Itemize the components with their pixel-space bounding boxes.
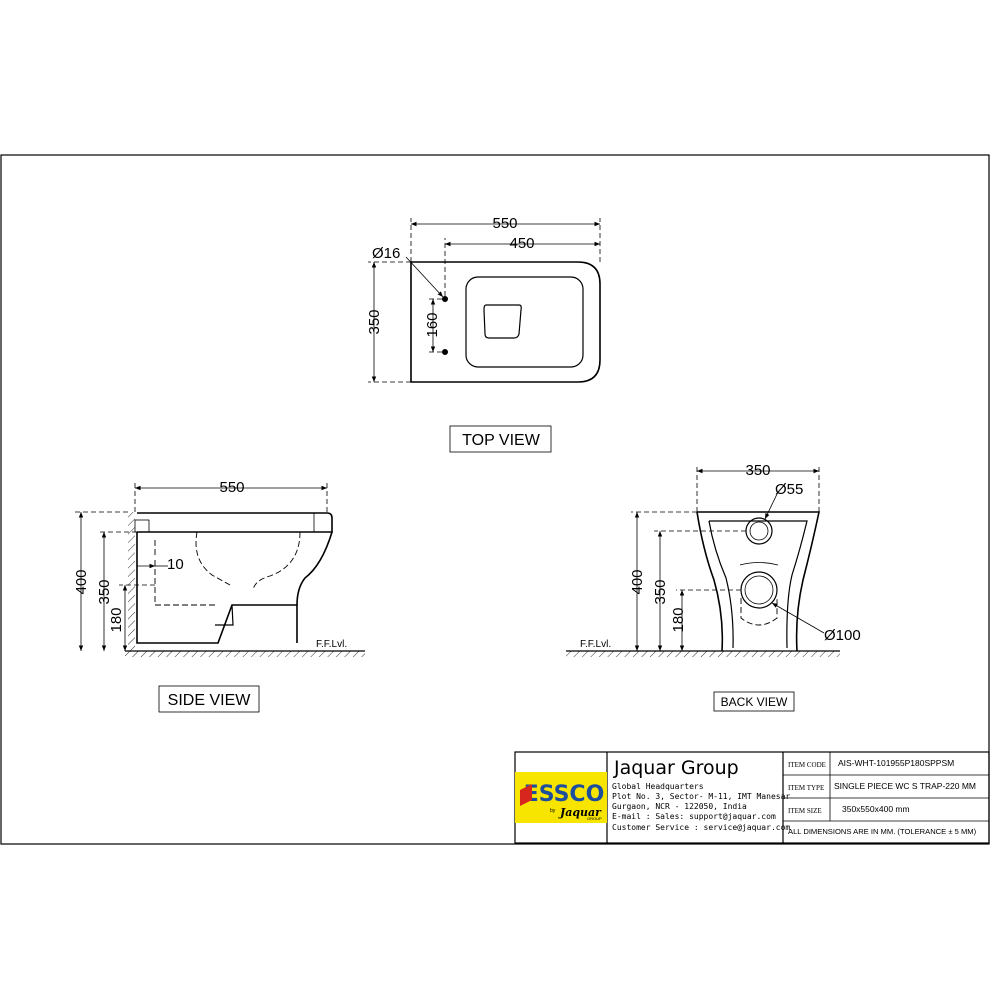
side-dim-350: 350 [96, 579, 113, 604]
back-dim-outlet: Ø100 [824, 627, 861, 644]
top-dim-550: 550 [492, 215, 517, 232]
side-wall-hatch [128, 512, 135, 651]
back-view-label-box [713, 691, 795, 712]
back-view-label: BACK VIEW [721, 695, 788, 709]
back-view-body [697, 511, 820, 652]
item-code-label: ITEM CODE [788, 761, 826, 769]
back-dim-400: 400 [629, 569, 646, 594]
top-view-outline [410, 261, 601, 383]
item-type-value: SINGLE PIECE WC S TRAP-220 MM [834, 781, 976, 791]
dimensions-note: ALL DIMENSIONS ARE IN MM. (TOLERANCE ± 5… [788, 827, 977, 836]
item-code-value: AIS-WHT-101955P180SPPSM [838, 758, 954, 768]
back-dim-180: 180 [670, 607, 687, 632]
top-view-drain [483, 304, 522, 339]
logo-by: by [550, 808, 556, 814]
side-view-label: SIDE VIEW [168, 692, 252, 709]
back-view: 350 Ø55 Ø100 400 350 180 F.F.Lvl. BACK V… [566, 462, 861, 712]
logo-mark-icon [520, 784, 532, 806]
address-line-1: Global Headquarters [612, 782, 704, 791]
top-view-label: TOP VIEW [462, 432, 541, 449]
side-dim-400: 400 [73, 569, 90, 594]
top-dim-350: 350 [366, 309, 383, 334]
back-floor-hatch [566, 651, 840, 657]
top-dim-450: 450 [509, 235, 534, 252]
item-type-label: ITEM TYPE [788, 784, 824, 792]
logo-group: GROUP [587, 816, 602, 821]
title-block: ESSCO by Jaquar GROUP Jaquar Group Globa… [514, 751, 990, 844]
address-line-5: Customer Service : service@jaquar.com [612, 823, 790, 832]
side-floor-hatch [125, 651, 365, 657]
side-view-body [136, 532, 298, 644]
back-floor-label: F.F.Lvl. [580, 639, 611, 650]
company-name: Jaquar Group [613, 757, 739, 779]
back-dim-350: 350 [745, 462, 770, 479]
back-dim-350-height: 350 [652, 579, 669, 604]
back-outlet [740, 571, 778, 609]
top-dim-hole: Ø16 [372, 245, 400, 262]
logo-jaquar: Jaquar [558, 806, 602, 819]
side-view: 550 400 350 180 10 F.F.Lvl. SIDE VIEW [73, 479, 365, 713]
address-line-2: Plot No. 3, Sector- M-11, IMT Manesar [612, 792, 790, 801]
address-line-4: E-mail : Sales: support@jaquar.com [612, 812, 776, 821]
sheet-border [0, 154, 990, 845]
side-dim-10: 10 [167, 556, 184, 573]
side-dim-180: 180 [108, 607, 125, 632]
top-view-bowl [465, 276, 584, 368]
item-size-value: 350x550x400 mm [842, 804, 910, 814]
back-dim-inlet: Ø55 [775, 481, 803, 498]
seat-hole-1 [442, 296, 448, 302]
seat-hole-2 [442, 349, 448, 355]
top-dim-160: 160 [424, 312, 441, 337]
top-view: 550 450 Ø16 350 160 TOP VIEW [366, 215, 601, 453]
logo-essco: ESSCO [524, 782, 605, 807]
side-dim-550: 550 [219, 479, 244, 496]
side-floor-label: F.F.Lvl. [316, 639, 347, 650]
top-view-label-box [449, 425, 552, 453]
item-size-label: ITEM SIZE [788, 807, 822, 815]
address-line-3: Gurgaon, NCR - 122050, India [612, 802, 747, 811]
side-view-label-box [158, 685, 260, 713]
